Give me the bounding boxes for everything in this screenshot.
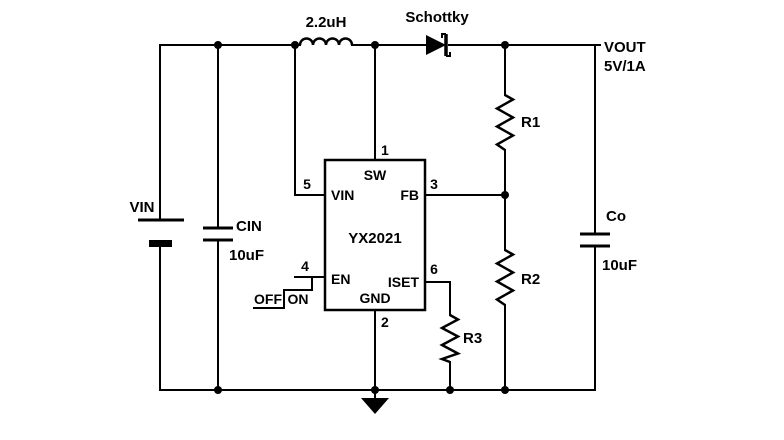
pin-number-5: 5: [303, 176, 311, 192]
junction-dot: [501, 386, 509, 394]
battery-plate-short: [149, 240, 172, 247]
ground-triangle: [361, 398, 389, 414]
pin-label-fb: FB: [400, 187, 419, 203]
diode-schottky-hook-top: [441, 33, 446, 38]
pin-number-6: 6: [430, 261, 438, 277]
cin-label: CIN: [236, 218, 262, 235]
cin-symbol: [203, 226, 233, 242]
pin-number-1: 1: [381, 142, 389, 158]
pin-number-4: 4: [301, 258, 309, 274]
r1-label: R1: [521, 114, 540, 131]
junction-dot: [214, 41, 222, 49]
pin-number-2: 2: [381, 314, 389, 330]
pin-label-en: EN: [331, 271, 350, 287]
switch-on-label: ON: [288, 291, 309, 307]
diode-triangle: [426, 35, 446, 55]
junction-dot: [371, 41, 379, 49]
r2-label: R2: [521, 271, 540, 288]
battery-symbol: [138, 218, 184, 247]
junction-dots: [214, 41, 509, 394]
cin-value: 10uF: [229, 247, 264, 264]
junction-dot: [371, 386, 379, 394]
r3-label: R3: [463, 330, 482, 347]
r3-symbol: [438, 313, 462, 364]
co-value: 10uF: [602, 257, 637, 274]
junction-dot: [501, 191, 509, 199]
wire-iset: [424, 281, 451, 316]
r2-symbol: [494, 248, 516, 307]
ic-body: [323, 158, 427, 312]
junction-dot: [291, 41, 299, 49]
ic-part-number: YX2021: [348, 230, 401, 247]
vin-source-label: VIN: [129, 199, 154, 216]
diode-schottky-hook-bottom: [446, 52, 451, 57]
inductor-label: 2.2uH: [306, 14, 347, 31]
junction-dot: [214, 386, 222, 394]
inductor-symbol: [298, 37, 354, 46]
wire-vin-pin: [294, 44, 326, 196]
junction-dot: [501, 41, 509, 49]
r1-symbol: [494, 93, 516, 152]
switch-off-label: OFF: [254, 291, 282, 307]
diode-label: Schottky: [405, 9, 469, 26]
pin-label-gnd: GND: [359, 290, 390, 306]
pin-label-vin: VIN: [331, 187, 354, 203]
pin-label-iset: ISET: [388, 274, 420, 290]
pin-number-3: 3: [430, 176, 438, 192]
co-symbol: [580, 232, 610, 248]
junction-dot: [446, 386, 454, 394]
schottky-diode-symbol: [426, 33, 451, 57]
co-label: Co: [606, 208, 626, 225]
vout-label: VOUT: [604, 39, 646, 56]
pin-label-sw: SW: [364, 167, 387, 183]
vout-rating: 5V/1A: [604, 58, 646, 75]
